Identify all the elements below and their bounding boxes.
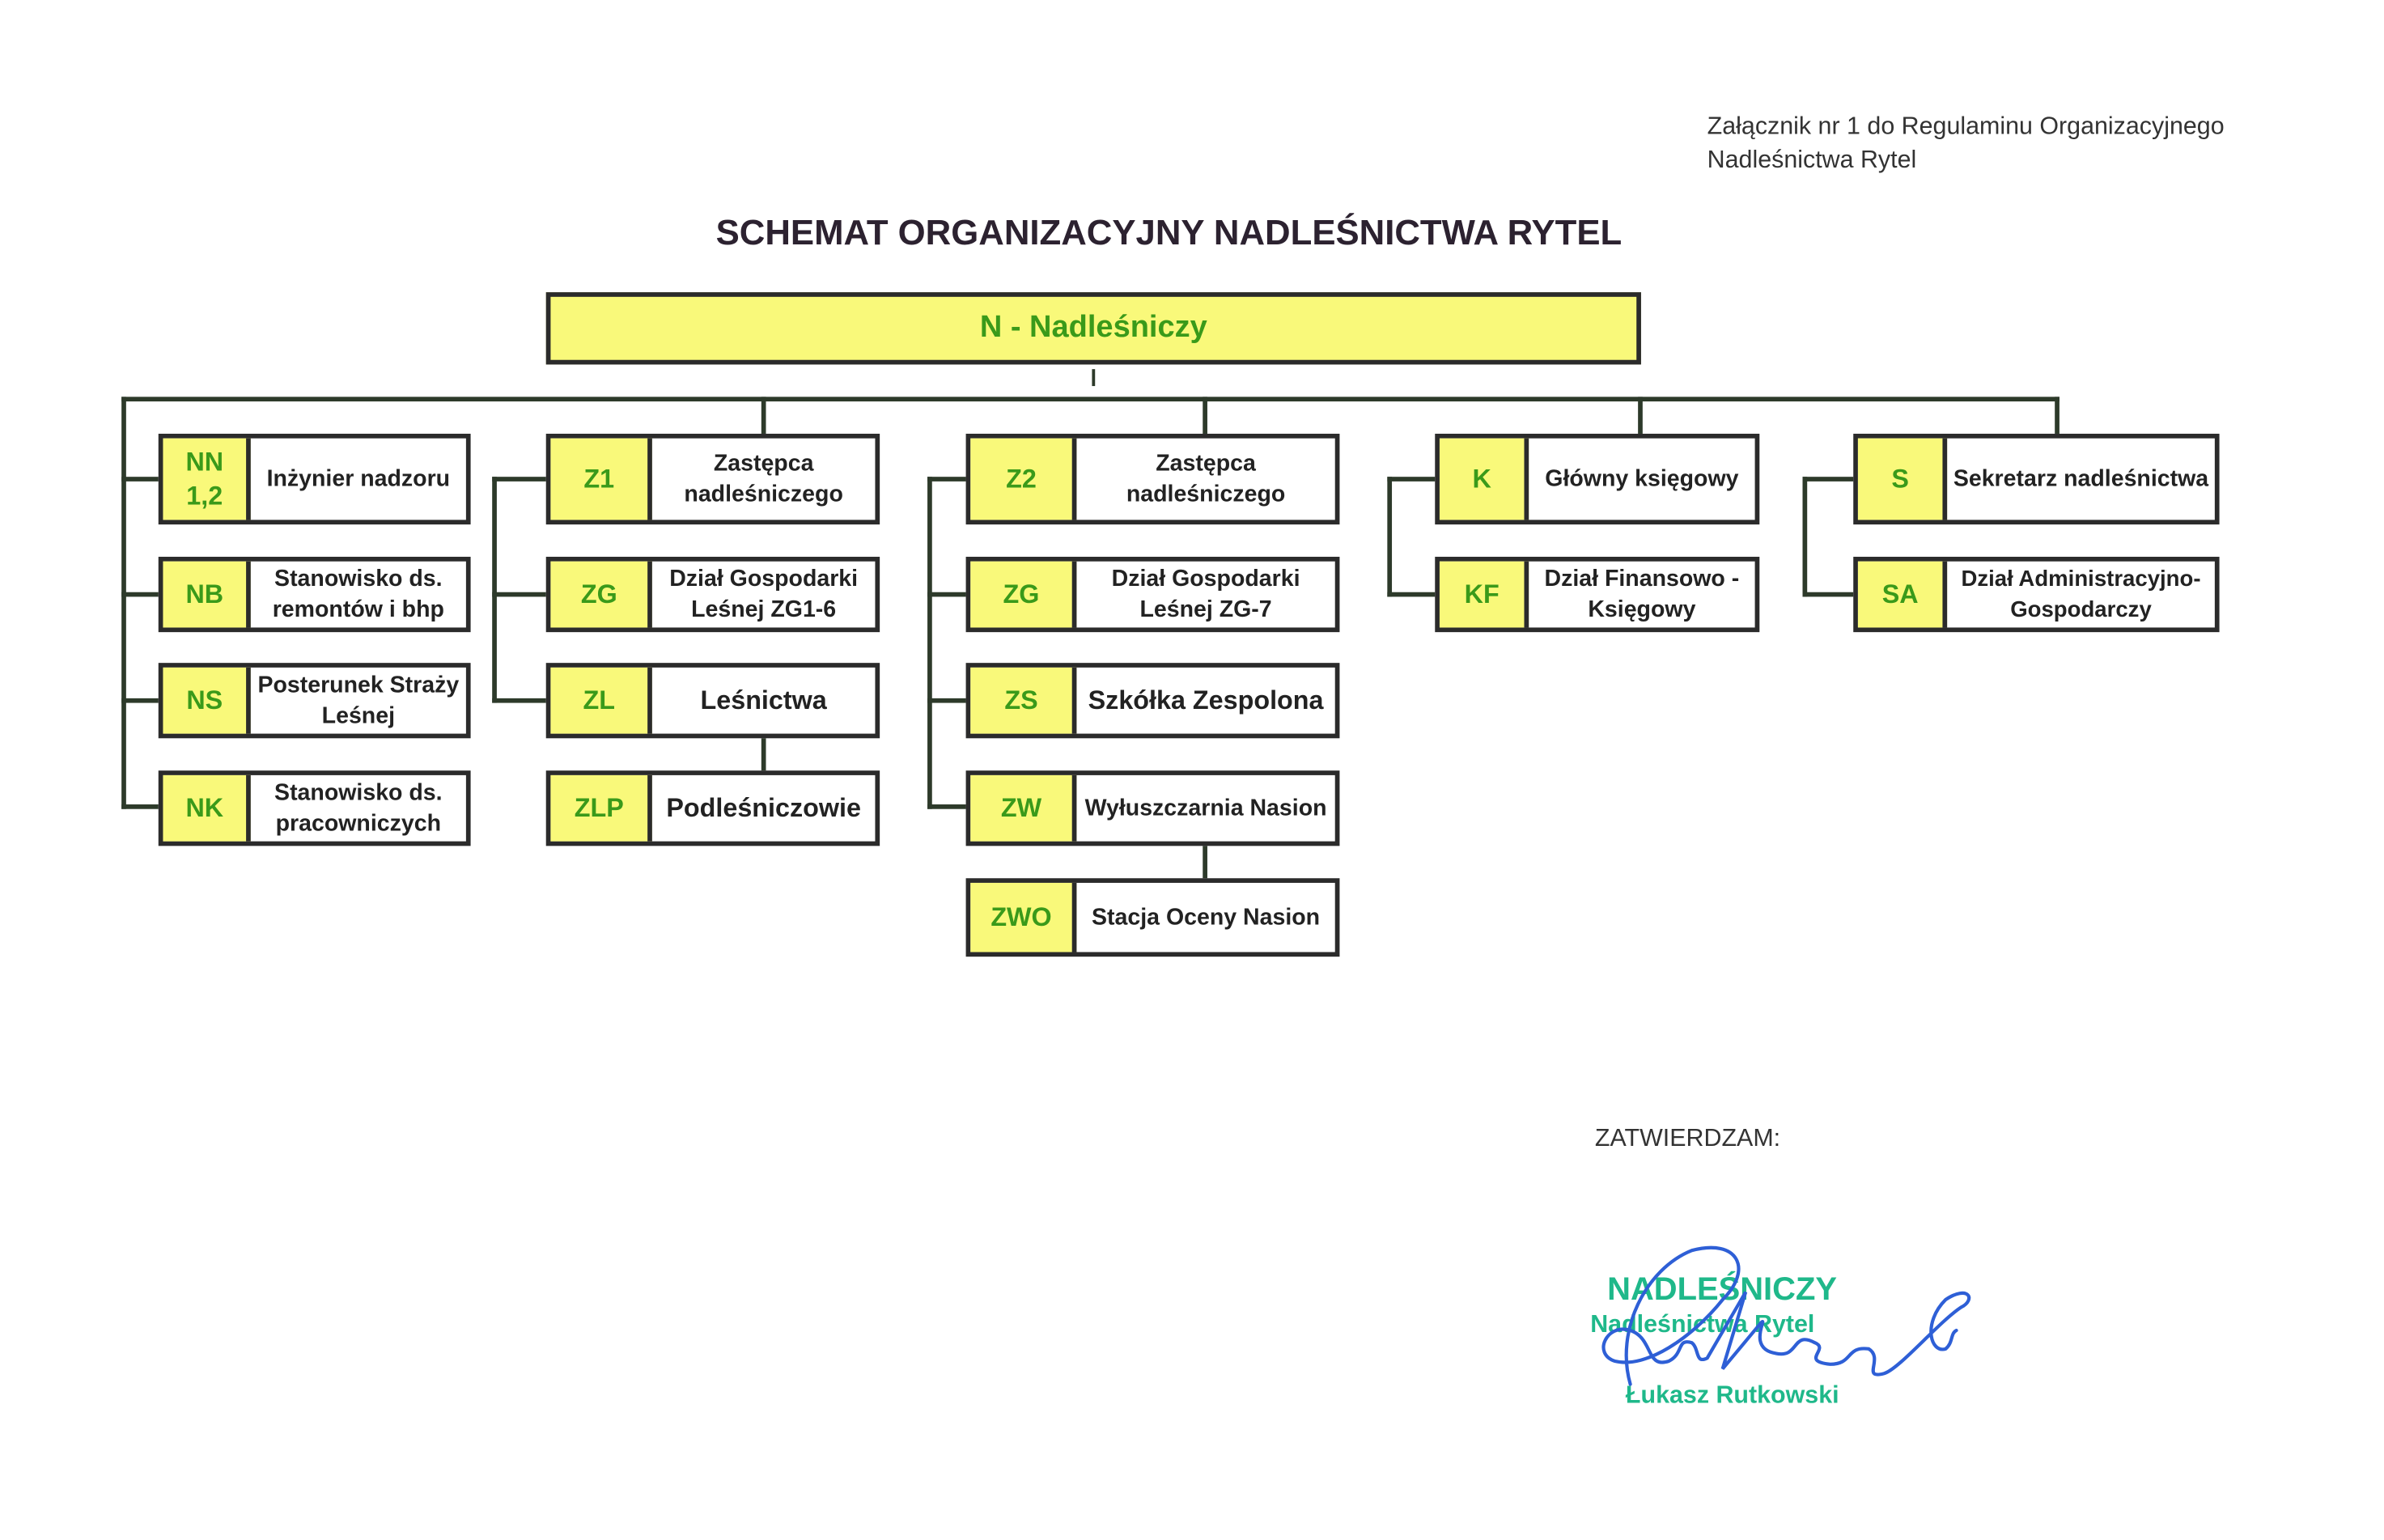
connector-line (1203, 842, 1207, 882)
unit-code: ZLP (550, 774, 652, 842)
unit-code: ZG (550, 561, 652, 628)
unit-box-nn: NN 1,2 Inżynier nadzoru (158, 433, 471, 525)
unit-label: Dział Administracyjno-Gospodarczy (1961, 566, 2201, 622)
unit-code: ZS (970, 667, 1077, 734)
connector-line (121, 592, 162, 597)
connector-line (927, 804, 969, 809)
connector-line (927, 698, 969, 703)
unit-code: NN 1,2 (163, 438, 251, 520)
unit-box-zs: ZS Szkółka Zespolona (965, 663, 1340, 739)
unit-box-z2: Z2 Zastępca nadleśniczego (965, 433, 1340, 525)
unit-box-z1: Z1 Zastępca nadleśniczego (545, 433, 880, 525)
connector-line (1802, 592, 1857, 597)
unit-label: Szkółka Zespolona (1088, 685, 1324, 715)
connector-line (492, 592, 549, 597)
connector-line (761, 397, 766, 437)
connector-line (1092, 369, 1096, 387)
connector-line (927, 477, 932, 809)
connector-line (1387, 592, 1439, 597)
unit-code: ZL (550, 667, 652, 734)
unit-box-k: K Główny księgowy (1435, 433, 1760, 525)
unit-code: ZWO (970, 882, 1077, 952)
approval-stamp: NADLEŚNICZY Nadleśnictwa Rytel Łukasz Ru… (1584, 1238, 1984, 1431)
head-box-nadlesniczy: N - Nadleśniczy (545, 292, 1641, 365)
connector-line (1387, 477, 1393, 597)
unit-code: ZG (970, 561, 1077, 628)
connector-line (121, 397, 126, 809)
unit-label: Zastępca nadleśniczego (684, 449, 843, 507)
unit-label: Leśnictwa (700, 685, 827, 715)
connector-line (1387, 477, 1439, 482)
unit-label: Dział Gospodarki Leśnej ZG-7 (1111, 565, 1300, 622)
approval-label: ZATWIERDZAM: (1594, 1126, 1781, 1152)
unit-box-sa: SA Dział Administracyjno-Gospodarczy (1853, 557, 2220, 633)
stamp-name: Łukasz Rutkowski (1625, 1382, 1839, 1409)
connector-line (1802, 477, 1857, 482)
connector-line (1802, 477, 1808, 597)
unit-code: Z2 (970, 438, 1077, 520)
connector-line (492, 477, 497, 703)
attachment-note: Załącznik nr 1 do Regulaminu Organizacyj… (1707, 111, 2225, 179)
unit-box-zg1: ZG Dział Gospodarki Leśnej ZG1-6 (545, 557, 880, 633)
connector-line (1203, 397, 1207, 437)
unit-label: Zastępca nadleśniczego (1126, 449, 1286, 507)
unit-box-ns: NS Posterunek Straży Leśnej (158, 663, 471, 739)
unit-label: Podleśniczowie (666, 792, 861, 822)
unit-box-nk: NK Stanowisko ds. pracowniczych (158, 770, 471, 846)
connector-line (121, 477, 162, 482)
unit-code: NS (163, 667, 251, 734)
connector-line (121, 804, 162, 809)
unit-box-kf: KF Dział Finansowo - Księgowy (1435, 557, 1760, 633)
unit-box-zlp: ZLP Podleśniczowie (545, 770, 880, 846)
unit-code: ZW (970, 774, 1077, 842)
unit-label: Główny księgowy (1545, 465, 1739, 492)
page-title: SCHEMAT ORGANIZACYJNY NADLEŚNICTWA RYTEL (715, 212, 1623, 252)
attachment-line-1: Załącznik nr 1 do Regulaminu Organizacyj… (1707, 113, 2225, 140)
unit-code: SA (1857, 561, 1948, 628)
unit-label: Inżynier nadzoru (266, 465, 451, 492)
unit-box-zwo: ZWO Stacja Oceny Nasion (965, 878, 1340, 957)
attachment-line-2: Nadleśnictwa Rytel (1707, 147, 1917, 174)
unit-box-zw: ZW Wyłuszczarnia Nasion (965, 770, 1340, 846)
unit-box-zg7: ZG Dział Gospodarki Leśnej ZG-7 (965, 557, 1340, 633)
unit-label: Stacja Oceny Nasion (1092, 903, 1321, 930)
connector-line (492, 477, 549, 482)
unit-box-s: S Sekretarz nadleśnictwa (1853, 433, 2220, 525)
signature-icon (1601, 1245, 1971, 1386)
unit-code: KF (1439, 561, 1529, 628)
unit-box-zl: ZL Leśnictwa (545, 663, 880, 739)
unit-code: Z1 (550, 438, 652, 520)
unit-label: Dział Finansowo - Księgowy (1544, 565, 1740, 622)
unit-code: S (1857, 438, 1948, 520)
connector-line (492, 698, 549, 703)
unit-label: Stanowisko ds. remontów i bhp (272, 565, 444, 622)
unit-label: Stanowisko ds. pracowniczych (274, 778, 443, 836)
unit-code: NK (163, 774, 251, 842)
unit-code: NB (163, 561, 251, 628)
unit-code: K (1439, 438, 1529, 520)
connector-bus (121, 397, 2059, 402)
connector-line (1638, 397, 1643, 437)
unit-label: Dział Gospodarki Leśnej ZG1-6 (669, 565, 859, 622)
unit-box-nb: NB Stanowisko ds. remontów i bhp (158, 557, 471, 633)
connector-line (121, 698, 162, 703)
connector-line (927, 592, 969, 597)
unit-label: Wyłuszczarnia Nasion (1084, 794, 1327, 821)
connector-line (927, 477, 969, 482)
unit-label: Posterunek Straży Leśnej (257, 671, 460, 728)
unit-label: Sekretarz nadleśnictwa (1953, 465, 2209, 492)
connector-line (761, 735, 766, 774)
connector-line (2055, 397, 2059, 437)
